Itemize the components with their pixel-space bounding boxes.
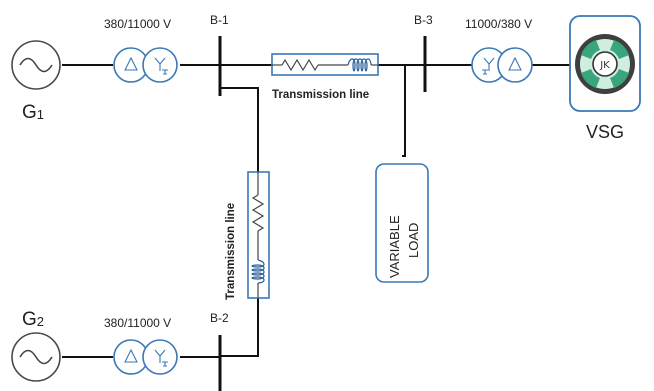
transmission-line-vertical bbox=[247, 171, 270, 299]
inductor-icon bbox=[347, 58, 372, 72]
transformer-t1-rating: 380/11000 V bbox=[104, 17, 171, 31]
transformer-t2 bbox=[113, 339, 178, 375]
transformer-t1 bbox=[113, 47, 178, 83]
ac-wave-icon bbox=[19, 57, 53, 73]
transmission-line-vertical-label: Transmission line bbox=[225, 203, 237, 300]
vsg-label: VSG bbox=[586, 122, 624, 142]
load-box bbox=[375, 163, 429, 283]
inductor-icon bbox=[251, 259, 265, 284]
generator-g2 bbox=[11, 332, 61, 382]
wye-ground-icon bbox=[154, 349, 168, 367]
wye-ground-icon bbox=[482, 57, 495, 75]
delta-icon bbox=[124, 56, 138, 71]
generator-g1 bbox=[11, 40, 61, 90]
resistor-icon bbox=[251, 194, 265, 232]
delta-icon bbox=[508, 56, 522, 71]
delta-icon bbox=[124, 348, 138, 363]
ac-wave-icon bbox=[19, 349, 53, 365]
wye-ground-icon bbox=[154, 57, 168, 75]
wire-b1-vline bbox=[220, 87, 259, 172]
resistor-icon bbox=[281, 58, 319, 72]
vsg-glyph: JK bbox=[599, 60, 610, 71]
wiring bbox=[62, 64, 570, 358]
vsg-block: JK bbox=[569, 15, 641, 112]
load-label-line2: LOAD bbox=[406, 223, 421, 258]
transformer-t3-rating: 11000/380 V bbox=[465, 17, 532, 31]
generator-g1-label: G1 bbox=[22, 102, 44, 123]
wire-b3-load bbox=[402, 65, 406, 157]
generator-g2-label: G2 bbox=[22, 309, 44, 330]
load-label-line1: VARIABLE bbox=[387, 215, 402, 278]
transmission-line-horizontal-label: Transmission line bbox=[272, 89, 369, 101]
variable-load: VARIABLE LOAD bbox=[375, 163, 429, 283]
bus-b3-label: B-3 bbox=[414, 13, 433, 27]
bus-b2-label: B-2 bbox=[210, 311, 229, 325]
transformer-t3 bbox=[471, 47, 533, 83]
transmission-line-horizontal bbox=[271, 53, 379, 76]
bus-b1-label: B-1 bbox=[210, 13, 229, 27]
transformer-t2-rating: 380/11000 V bbox=[104, 316, 171, 330]
wire-vline-b2 bbox=[220, 298, 259, 357]
